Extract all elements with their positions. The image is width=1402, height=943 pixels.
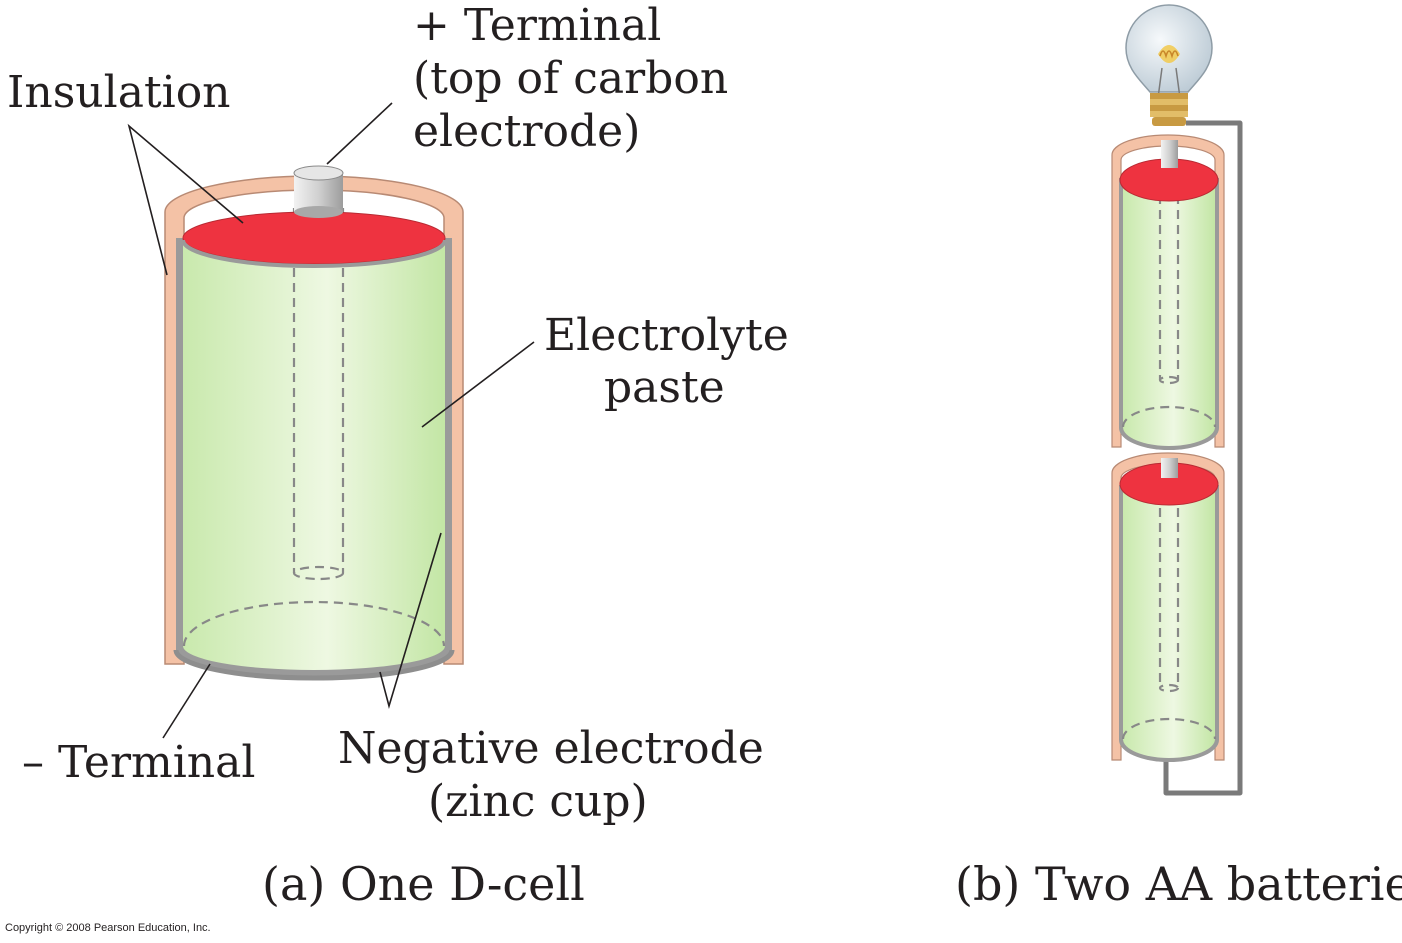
label-electrolyte-1: Electrolyte [544,310,789,361]
circuit-wire [1163,120,1243,796]
caption-b: (b) Two AA batteries [955,857,1402,911]
label-positive-terminal-3: electrode) [413,106,640,157]
insulation-jacket [164,175,464,665]
leader-lines-a [127,102,535,739]
label-electrolyte-2: paste [604,362,725,413]
battery-icon-lower [1111,452,1225,762]
aa-circuit [1111,4,1243,796]
label-negative-electrode-2: (zinc cup) [428,776,648,827]
top-seal [182,211,446,265]
d-cell [164,165,464,681]
copyright-notice: Copyright © 2008 Pearson Education, Inc. [5,922,211,934]
label-negative-electrode-1: Negative electrode [338,723,764,774]
label-insulation: Insulation [7,67,231,118]
battery-icon [1111,134,1225,450]
positive-terminal [293,165,344,218]
label-positive-terminal-2: (top of carbon [413,53,728,104]
caption-a: (a) One D-cell [262,857,585,911]
label-negative-terminal: – Terminal [22,737,255,788]
label-positive-terminal-1: + Terminal [413,0,661,51]
light-bulb-icon [1125,4,1213,126]
electrolyte-paste [183,238,445,670]
